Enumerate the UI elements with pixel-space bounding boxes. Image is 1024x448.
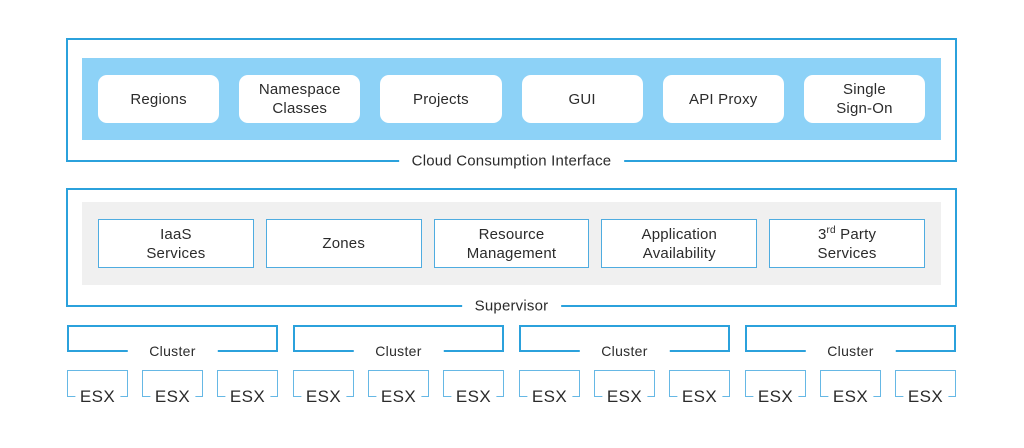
esx-label: ESX [676, 387, 723, 407]
cluster-label: Cluster [353, 343, 444, 359]
esx-label: ESX [300, 387, 347, 407]
clusters-row: Cluster ESX ESX ESX Cluster ESX ESX ESX … [67, 325, 956, 407]
card-iaas-services: IaaS Services [98, 219, 254, 268]
card-single-sign-on: Single Sign-On [803, 75, 926, 123]
esx-row: ESX ESX ESX [519, 370, 730, 407]
esx-label: ESX [149, 387, 196, 407]
cluster-label: Cluster [579, 343, 670, 359]
card-label: Application [641, 225, 718, 243]
esx-row: ESX ESX ESX [293, 370, 504, 407]
cluster-box: Cluster [745, 325, 956, 359]
card-label: Projects [413, 90, 469, 108]
cluster-box: Cluster [519, 325, 730, 359]
esx-label: ESX [902, 387, 949, 407]
esx-box: ESX [820, 370, 881, 407]
card-label: IaaS [160, 225, 192, 243]
card-projects: Projects [380, 75, 502, 123]
cloud-layer-label: Cloud Consumption Interface [398, 152, 625, 170]
esx-box: ESX [217, 370, 278, 407]
esx-box: ESX [142, 370, 203, 407]
card-label: Services [146, 244, 206, 262]
cluster-group-2: Cluster ESX ESX ESX [293, 325, 504, 407]
card-label: Services [817, 244, 877, 262]
supervisor-band: IaaS Services Zones Resource Management … [82, 202, 941, 285]
esx-row: ESX ESX ESX [745, 370, 956, 407]
esx-label: ESX [224, 387, 271, 407]
cluster-label: Cluster [805, 343, 896, 359]
cluster-box: Cluster [67, 325, 278, 359]
esx-label: ESX [74, 387, 121, 407]
esx-label: ESX [601, 387, 648, 407]
esx-box: ESX [895, 370, 956, 407]
esx-label: ESX [526, 387, 573, 407]
card-namespace-classes: Namespace Classes [239, 75, 361, 123]
card-label-text: Party [835, 225, 877, 243]
cluster-group-4: Cluster ESX ESX ESX [745, 325, 956, 407]
card-application-availability: Application Availability [601, 219, 758, 268]
esx-label: ESX [450, 387, 497, 407]
esx-box: ESX [519, 370, 580, 407]
card-label: Resource [478, 225, 545, 243]
cloud-band: Regions Namespace Classes Projects GUI A… [82, 58, 941, 140]
cloud-consumption-layer: Regions Namespace Classes Projects GUI A… [66, 38, 957, 170]
supervisor-layer: IaaS Services Zones Resource Management … [66, 188, 957, 315]
esx-box: ESX [443, 370, 504, 407]
card-label: Zones [322, 235, 366, 252]
card-label: Management [466, 244, 557, 262]
card-label: API Proxy [689, 90, 758, 108]
esx-row: ESX ESX ESX [67, 370, 278, 407]
card-label: Availability [642, 244, 716, 262]
card-regions: Regions [98, 75, 220, 123]
esx-label: ESX [827, 387, 874, 407]
esx-label: ESX [375, 387, 422, 407]
card-label-text: 3 [817, 225, 827, 243]
supervisor-layer-label: Supervisor [461, 297, 562, 315]
card-3rd-party-services: 3rd Party Services [769, 219, 925, 268]
esx-box: ESX [745, 370, 806, 407]
esx-box: ESX [293, 370, 354, 407]
card-label: Regions [130, 90, 187, 108]
card-label: GUI [568, 90, 596, 108]
card-label-superscript: rd [826, 224, 836, 236]
card-label: Namespace [258, 81, 341, 98]
esx-label: ESX [752, 387, 799, 407]
esx-box: ESX [594, 370, 655, 407]
card-label: Sign-On [836, 100, 893, 117]
card-label: Classes [272, 100, 328, 117]
card-label: 3rd Party [818, 225, 876, 244]
cluster-label: Cluster [127, 343, 218, 359]
esx-box: ESX [368, 370, 429, 407]
card-resource-management: Resource Management [433, 219, 590, 268]
cluster-group-1: Cluster ESX ESX ESX [67, 325, 278, 407]
card-api-proxy: API Proxy [662, 75, 784, 123]
card-gui: GUI [521, 75, 643, 123]
esx-box: ESX [67, 370, 128, 407]
cluster-box: Cluster [293, 325, 504, 359]
esx-box: ESX [669, 370, 730, 407]
cluster-group-3: Cluster ESX ESX ESX [519, 325, 730, 407]
card-label: Single [842, 81, 886, 98]
card-zones: Zones [265, 219, 422, 268]
